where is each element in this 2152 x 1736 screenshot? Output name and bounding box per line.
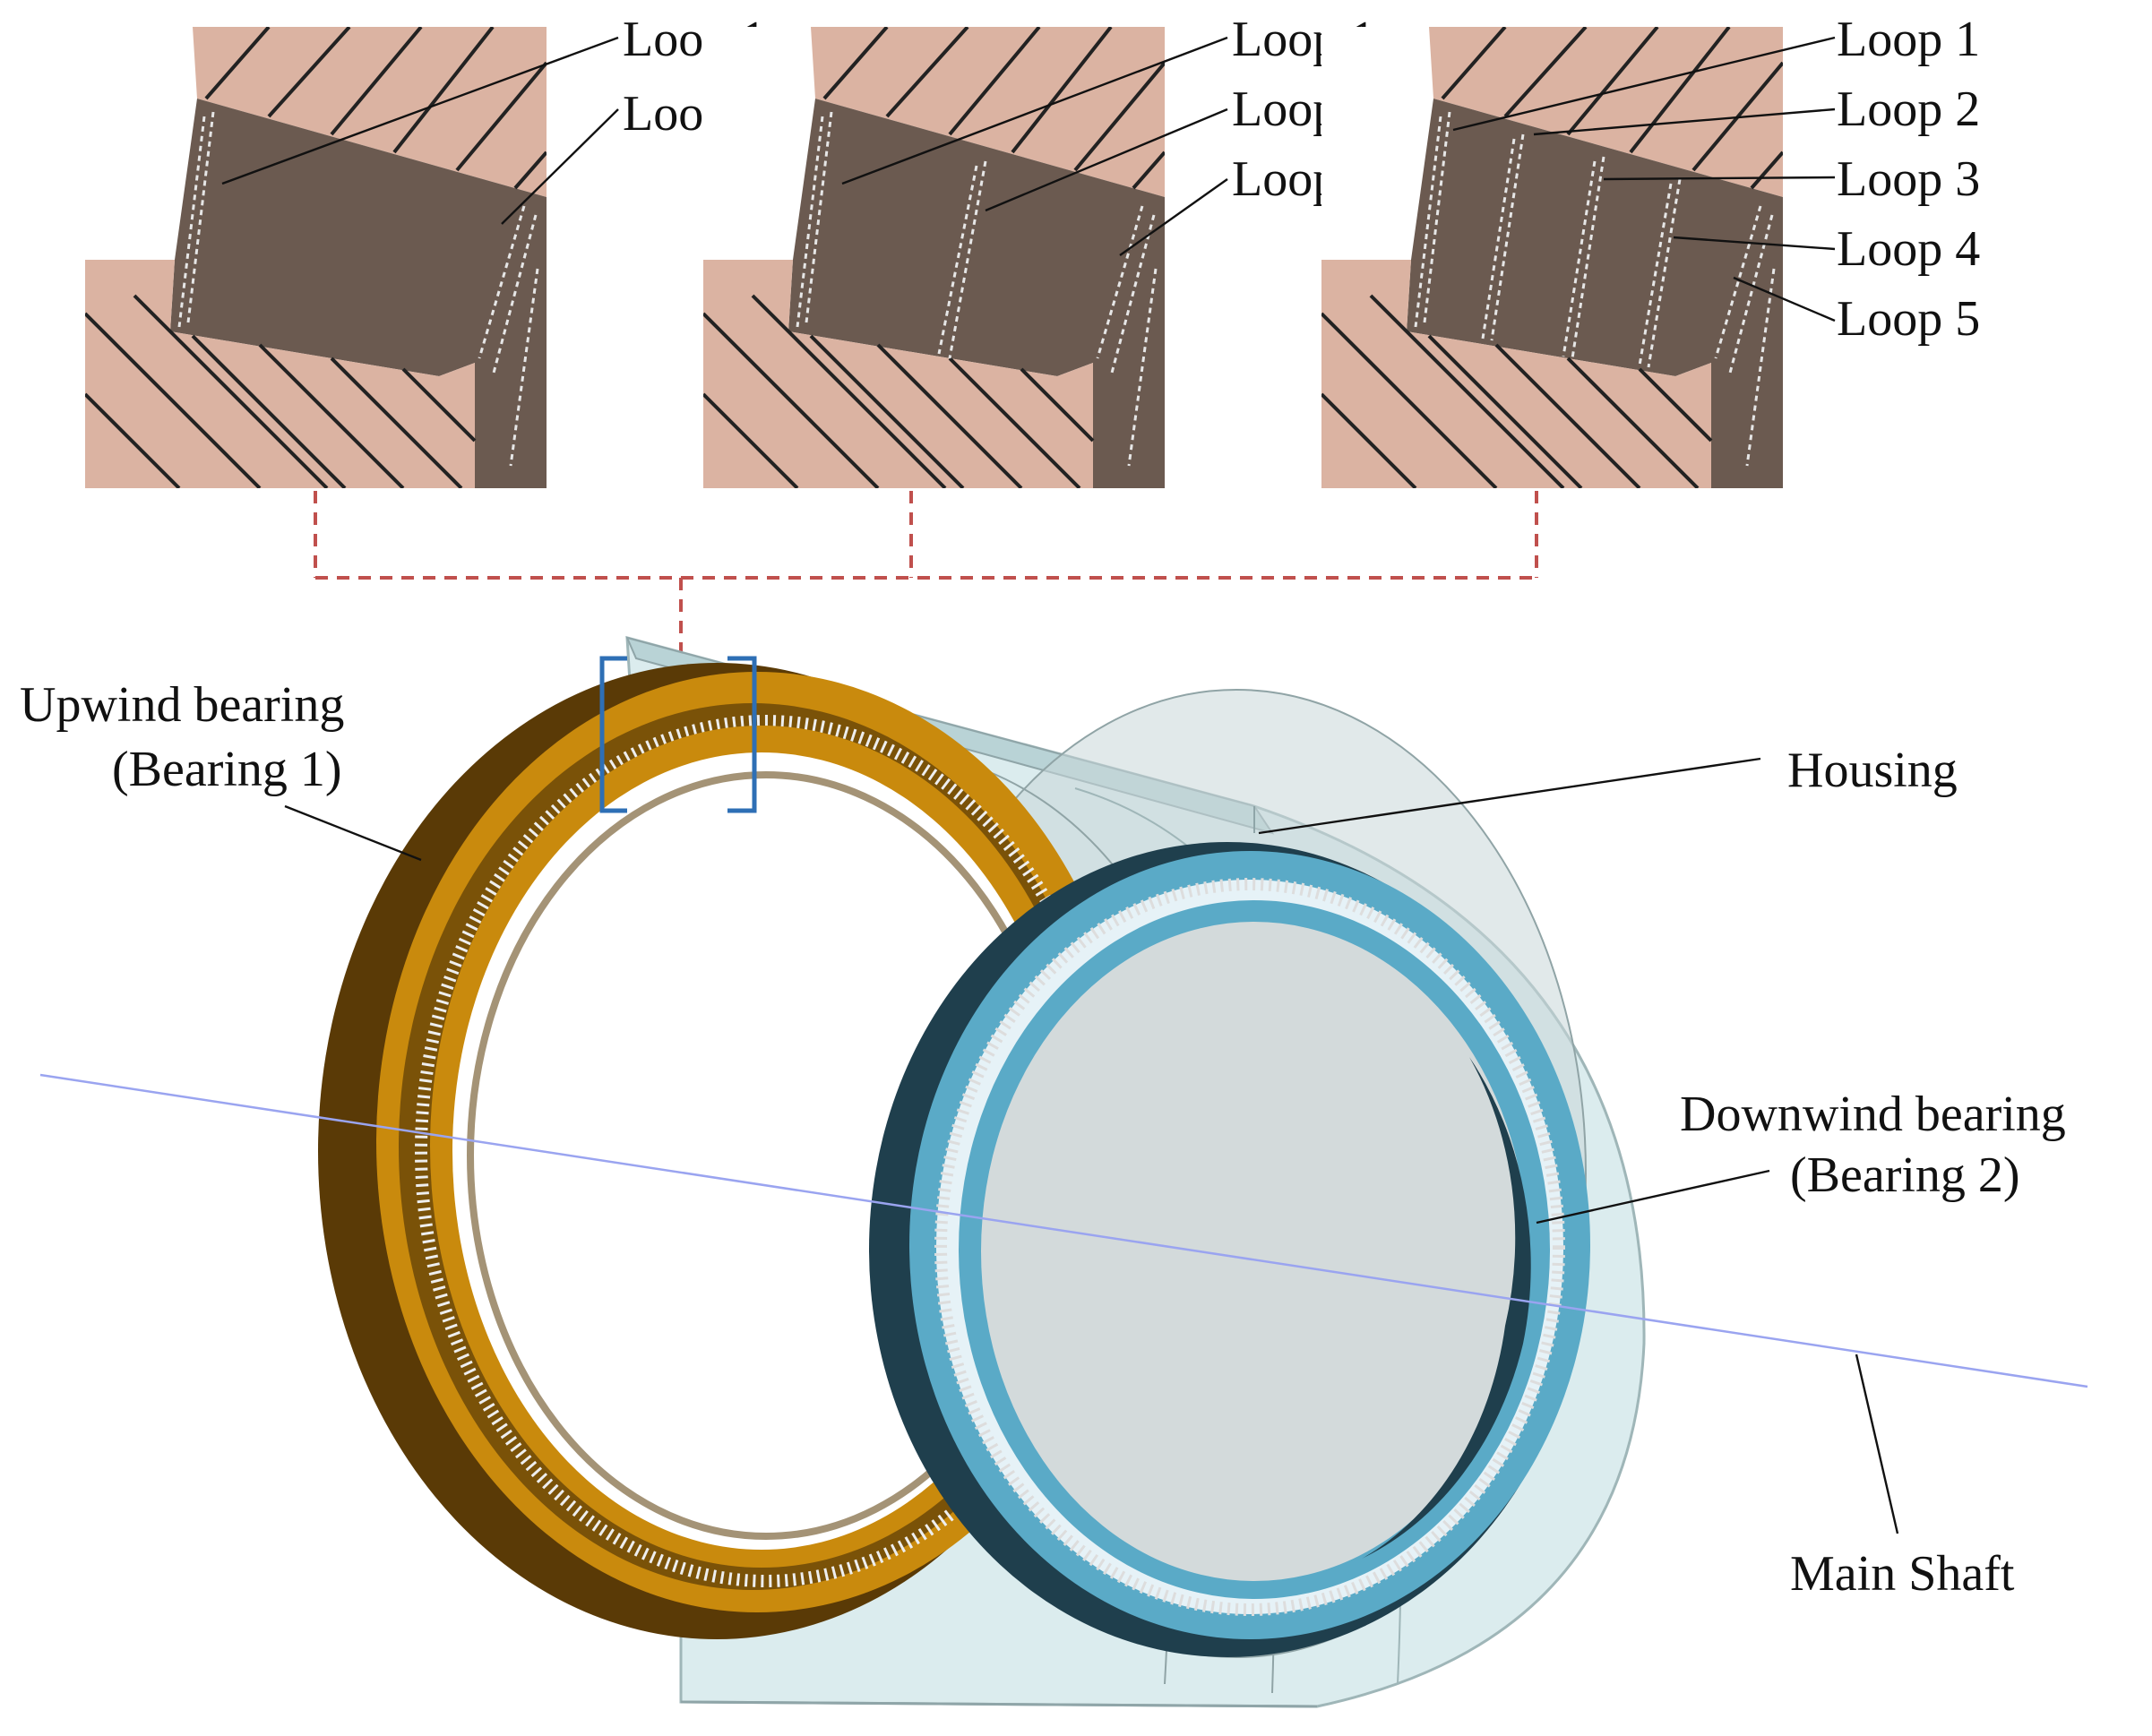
- upwind-bearing-label: Upwind bearing: [20, 677, 344, 733]
- downwind-bearing-sublabel: (Bearing 2): [1790, 1147, 2020, 1203]
- section-panel-1: Loop 1 Loop 2: [85, 12, 766, 488]
- section-panel-3: Loop 1 Loop 2 Loop 3 Loop 4 Loop 5: [1321, 12, 1980, 488]
- main-shaft-label: Main Shaft: [1790, 1546, 2015, 1602]
- downwind-bearing: [869, 842, 1590, 1657]
- loop-label: Loop 3: [1837, 151, 1980, 207]
- main-shaft-axis: [39, 1073, 2088, 1388]
- loop-label: Loop 1: [1837, 12, 1980, 67]
- loop-label: Loop 2: [1837, 82, 1980, 137]
- upwind-bearing-sublabel: (Bearing 1): [112, 742, 342, 797]
- loop-label: Loop 4: [1837, 221, 1980, 277]
- housing-label: Housing: [1787, 743, 1958, 798]
- downwind-bearing-label: Downwind bearing: [1680, 1087, 2066, 1142]
- section-marker: [599, 656, 757, 813]
- section-panel-2: Loop 1 Loop 2 Loop 3: [703, 12, 1375, 488]
- panel-connector: [314, 491, 1538, 670]
- loop-label: Loop 5: [1837, 291, 1980, 347]
